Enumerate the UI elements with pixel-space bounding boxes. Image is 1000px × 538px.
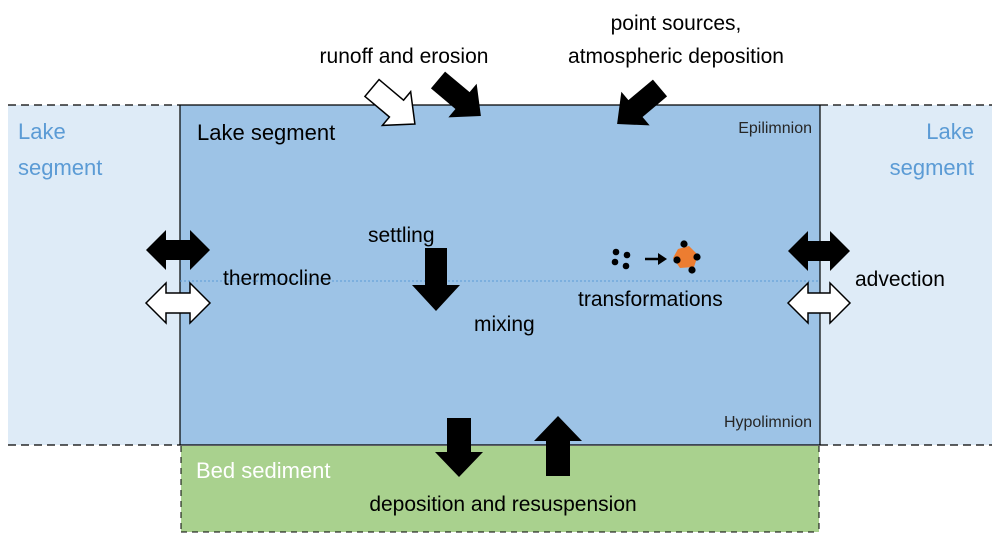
deposition-resuspension-label: deposition and resuspension [369, 493, 636, 516]
left-lake-label-line2: segment [18, 155, 102, 180]
sorbed-particle-icon [673, 240, 701, 274]
point-source-black-arrow [617, 79, 668, 126]
right-advection-white-arrow [786, 281, 852, 325]
hypolimnion-label: Hypolimnion [724, 414, 812, 431]
transformations-label: transformations [578, 288, 723, 311]
right-lake-label-line1: Lake [926, 119, 974, 144]
left-advection-white-arrow [144, 281, 212, 325]
right-advection-black-arrow [788, 231, 850, 271]
dissolved-particles-icon [611, 248, 631, 270]
erosion-black-arrow [430, 71, 481, 118]
point-sources-label: point sources, [611, 12, 742, 35]
deposition-down-arrow [435, 418, 483, 477]
right-lake-segment [820, 105, 992, 445]
right-lake-label-line2: segment [890, 155, 974, 180]
runoff-white-arrow [363, 78, 416, 127]
advection-label: advection [855, 268, 945, 291]
left-advection-black-arrow [146, 230, 210, 270]
thermocline-label: thermocline [223, 267, 332, 290]
epilimnion-label: Epilimnion [738, 120, 812, 137]
left-lake-label-line1: Lake [18, 119, 66, 144]
bed-sediment [181, 446, 819, 532]
main-lake-label: Lake segment [197, 120, 335, 145]
left-lake-segment [8, 105, 180, 445]
atmospheric-deposition-label: atmospheric deposition [568, 45, 784, 68]
main-lake-segment [180, 105, 820, 445]
transformation-arrow-icon [645, 253, 667, 265]
mixing-label: mixing [474, 313, 535, 336]
settling-label: settling [368, 224, 435, 247]
resuspension-up-arrow [534, 416, 582, 476]
bed-sediment-label: Bed sediment [196, 458, 331, 483]
settling-down-arrow [412, 248, 460, 311]
runoff-label: runoff and erosion [320, 45, 489, 68]
